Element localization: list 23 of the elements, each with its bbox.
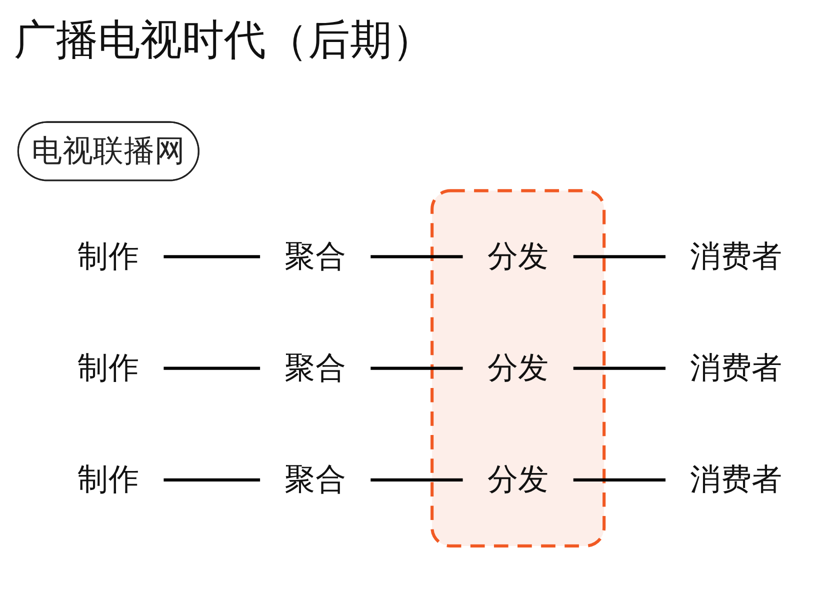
node-text: 分发	[487, 238, 549, 275]
connector	[370, 255, 463, 258]
node-text: 制作	[78, 238, 140, 275]
cluster	[430, 189, 606, 548]
connector	[164, 255, 260, 258]
diagram-title: 广播电视时代（后期）	[14, 14, 434, 66]
connector	[573, 255, 666, 258]
connector	[370, 366, 463, 370]
connector	[164, 478, 260, 482]
node-text: 聚合	[284, 462, 346, 498]
node-text: 聚合	[284, 238, 346, 275]
node-text: 制作	[78, 462, 140, 498]
node-text: 消费者	[690, 238, 782, 275]
connector	[573, 366, 666, 370]
connector	[164, 366, 260, 370]
connector	[370, 478, 463, 482]
node-text: 制作	[78, 350, 140, 386]
node-text: 消费者	[690, 350, 782, 386]
connector	[573, 478, 666, 482]
node-text: 分发	[487, 462, 549, 498]
node-text: 分发	[487, 350, 549, 386]
node-text: 消费者	[690, 462, 782, 498]
node-text: 聚合	[284, 350, 346, 386]
